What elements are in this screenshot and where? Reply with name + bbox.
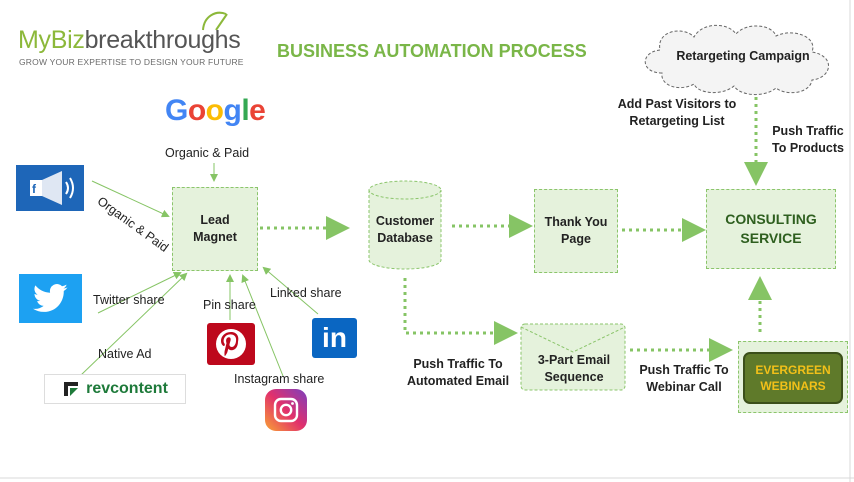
linkedin-source-label: Linked share	[270, 286, 342, 300]
thank-you-page-label: Thank You Page	[544, 215, 608, 246]
consulting-service-label: CONSULTING SERVICE	[725, 211, 817, 246]
consulting-service-node: CONSULTING SERVICE	[706, 189, 836, 269]
google-logo: Google	[165, 94, 266, 127]
thank-you-page-node: Thank You Page	[534, 189, 618, 273]
revcontent-logo: revcontent	[44, 374, 186, 404]
arrow-database-to-email	[403, 278, 518, 345]
linkedin-icon-text: in	[322, 322, 347, 353]
retargeting-campaign-label: Retargeting Campaign	[676, 49, 810, 63]
lead-magnet-node: Lead Magnet	[172, 187, 258, 271]
instagram-icon	[265, 389, 307, 431]
twitter-source-label: Twitter share	[93, 293, 165, 307]
email-envelope-shape	[520, 323, 626, 391]
svg-text:f: f	[32, 182, 37, 196]
customer-database-shape	[368, 180, 442, 270]
arrow-revcontent-to-lead	[79, 272, 188, 377]
arrow-twitter-to-lead	[97, 272, 182, 314]
brand-logo: MyBizbreakthroughs	[18, 26, 241, 55]
diagram-title: BUSINESS AUTOMATION PROCESS	[277, 41, 587, 61]
logo-swoosh-icon	[202, 11, 228, 31]
evergreen-webinars-label: EVERGREEN WEBINARS	[755, 362, 831, 393]
add-past-visitors-label: Add Past Visitors to Retargeting List	[617, 97, 737, 128]
email-sequence-label: 3-Part Email Sequence	[537, 353, 611, 384]
retargeting-cloud-shape	[644, 24, 829, 95]
brand-name-part1: MyBiz	[18, 26, 85, 54]
google-source-label: Organic & Paid	[165, 146, 250, 160]
pinterest-icon	[207, 323, 255, 365]
customer-database-node: Customer Database	[369, 200, 441, 260]
push-webinar-call-label: Push Traffic To Webinar Call	[639, 363, 729, 394]
evergreen-webinars-node: EVERGREEN WEBINARS	[743, 352, 843, 404]
arrow-facebook-to-lead	[91, 180, 170, 218]
customer-database-label: Customer Database	[375, 214, 435, 245]
facebook-megaphone-icon: f	[16, 165, 84, 211]
pinterest-source-label: Pin share	[203, 298, 256, 312]
lead-magnet-label: Lead Magnet	[193, 213, 237, 244]
email-sequence-node: 3-Part Email Sequence	[524, 350, 624, 388]
push-traffic-products-label: Push Traffic To Products	[772, 124, 844, 155]
arrow-linkedin-to-lead	[262, 266, 319, 315]
push-automated-email-label: Push Traffic To Automated Email	[406, 357, 510, 388]
twitter-bird-icon	[19, 274, 82, 323]
brand-tagline: GROW YOUR EXPERTISE TO DESIGN YOUR FUTUR…	[19, 57, 244, 67]
instagram-source-label: Instagram share	[234, 372, 325, 386]
revcontent-source-label: Native Ad	[98, 347, 152, 361]
linkedin-icon: in	[312, 318, 357, 358]
arrow-instagram-to-lead	[241, 274, 284, 377]
revcontent-logo-text: revcontent	[86, 380, 168, 397]
brand-name-part2: breakthroughs	[84, 26, 241, 54]
